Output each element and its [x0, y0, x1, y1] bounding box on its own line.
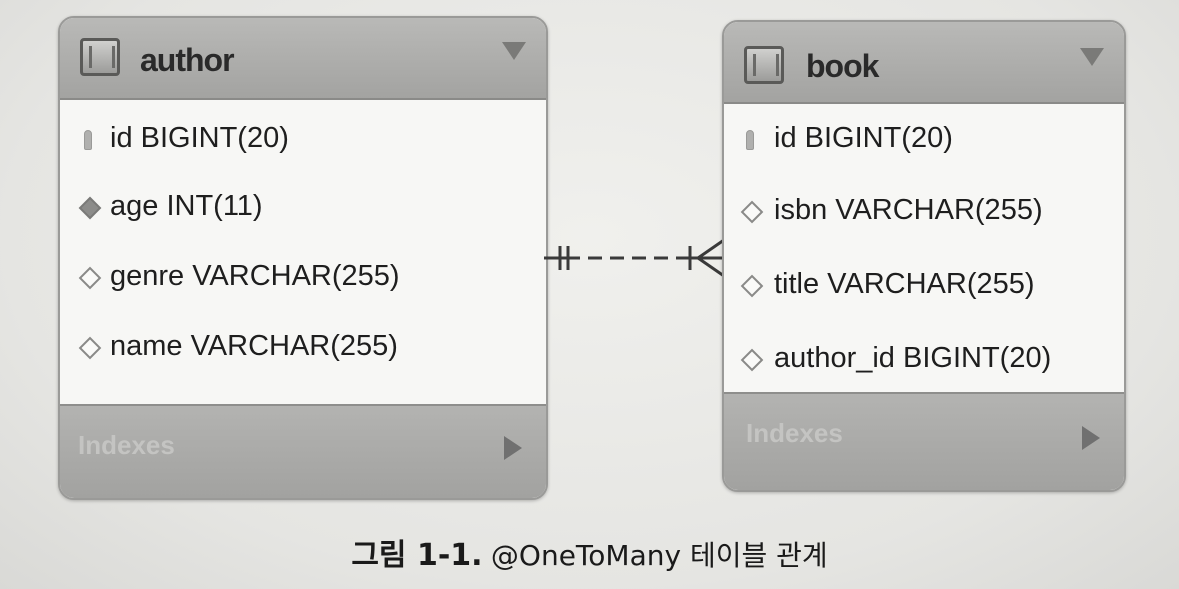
- column-label: author_id BIGINT(20): [774, 342, 1052, 374]
- expand-triangle-icon[interactable]: [1082, 426, 1100, 450]
- nullable-column-icon: [78, 336, 102, 360]
- indexes-label: Indexes: [746, 418, 843, 448]
- nullable-column-icon: [740, 274, 764, 298]
- book-table[interactable]: book id BIGINT(20) isbn VARCHAR(255) tit…: [722, 20, 1126, 492]
- primary-key-icon: [84, 130, 92, 150]
- figure-title: @OneToMany 테이블 관계: [490, 539, 828, 572]
- nullable-column-icon: [78, 266, 102, 290]
- table-name: author: [140, 42, 235, 78]
- column-label: id BIGINT(20): [110, 122, 289, 154]
- indexes-section[interactable]: Indexes: [724, 392, 1124, 490]
- column-label: age INT(11): [110, 190, 263, 222]
- column-label: name VARCHAR(255): [110, 330, 398, 362]
- column-row[interactable]: name VARCHAR(255): [60, 330, 546, 370]
- column-row[interactable]: genre VARCHAR(255): [60, 260, 546, 300]
- crow-foot-icon: [697, 256, 725, 278]
- column-label: id BIGINT(20): [774, 122, 953, 154]
- column-label: genre VARCHAR(255): [110, 260, 400, 292]
- column-row[interactable]: title VARCHAR(255): [724, 268, 1124, 308]
- not-null-column-icon: [78, 196, 102, 220]
- column-label: title VARCHAR(255): [774, 268, 1035, 300]
- book-table-header[interactable]: book: [724, 22, 1124, 104]
- collapse-triangle-icon[interactable]: [502, 42, 526, 60]
- primary-key-icon: [746, 130, 754, 150]
- nullable-column-icon: [740, 200, 764, 224]
- column-row[interactable]: id BIGINT(20): [60, 122, 546, 162]
- one-to-many-relationship-line[interactable]: [540, 230, 730, 290]
- column-row[interactable]: age INT(11): [60, 190, 546, 230]
- column-label: isbn VARCHAR(255): [774, 194, 1043, 226]
- figure-caption: 그림 1-1. @OneToMany 테이블 관계: [0, 530, 1179, 574]
- author-table[interactable]: author id BIGINT(20) age INT(11) genre V…: [58, 16, 548, 500]
- author-table-header[interactable]: author: [60, 18, 546, 100]
- indexes-section[interactable]: Indexes: [60, 404, 546, 498]
- table-icon: [80, 38, 120, 76]
- table-icon: [744, 46, 784, 84]
- collapse-triangle-icon[interactable]: [1080, 48, 1104, 66]
- column-row[interactable]: author_id BIGINT(20): [724, 342, 1124, 382]
- crow-foot-icon: [697, 238, 725, 260]
- indexes-label: Indexes: [78, 430, 175, 460]
- table-name: book: [806, 48, 879, 84]
- nullable-column-icon: [740, 348, 764, 372]
- expand-triangle-icon[interactable]: [504, 436, 522, 460]
- figure-number: 그림 1-1.: [351, 538, 483, 573]
- column-row[interactable]: id BIGINT(20): [724, 122, 1124, 162]
- column-row[interactable]: isbn VARCHAR(255): [724, 194, 1124, 234]
